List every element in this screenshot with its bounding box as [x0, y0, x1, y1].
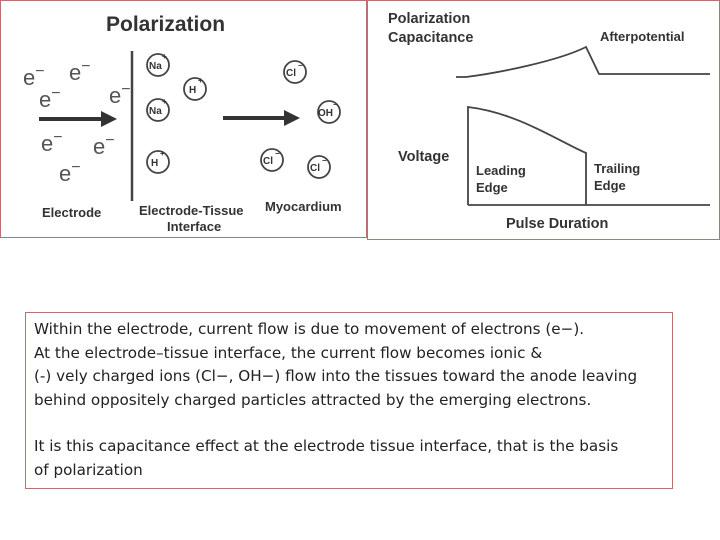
svg-text:Na: Na — [149, 61, 162, 72]
current-arrow-icon — [39, 111, 117, 127]
text-line: At the electrode–tissue interface, the c… — [34, 343, 543, 362]
interface-label-line1: Electrode-Tissue — [139, 203, 244, 218]
svg-text:H: H — [151, 158, 158, 169]
myocardium-label: Myocardium — [265, 199, 342, 214]
ion-cl-top: Cl − — [283, 60, 307, 84]
trailing-edge-line1: Trailing — [594, 161, 640, 176]
electron-group: e− e− e− e− e− e− e− — [23, 58, 131, 186]
afterpotential-label: Afterpotential — [600, 29, 685, 44]
current-arrow-icon — [223, 110, 300, 126]
trailing-edge-line2: Edge — [594, 178, 626, 193]
pulse-duration-label: Pulse Duration — [506, 216, 608, 232]
paragraph-gap — [34, 412, 664, 435]
ion-cl-mid: Cl − — [260, 148, 284, 172]
electron: e− — [23, 63, 45, 90]
capacitance-curve — [456, 45, 710, 78]
ion-oh: OH − — [317, 100, 341, 124]
svg-text:+: + — [198, 76, 203, 85]
leading-edge-line2: Edge — [476, 180, 508, 195]
svg-text:Cl: Cl — [263, 156, 273, 167]
electron: e− — [59, 159, 81, 186]
svg-text:+: + — [160, 149, 165, 158]
capacitance-waveform-panel: Polarization Capacitance Afterpotential … — [367, 0, 720, 240]
svg-text:−: − — [333, 100, 338, 109]
text-line: Within the electrode, current flow is du… — [34, 320, 585, 338]
svg-text:Na: Na — [149, 106, 162, 117]
text-line: (-) vely charged ions (Cl−, OH−) flow in… — [34, 367, 638, 385]
svg-text:Cl: Cl — [286, 68, 296, 79]
ion-na-mid: Na + — [146, 97, 170, 122]
svg-text:OH: OH — [318, 108, 333, 119]
voltage-waveform — [467, 105, 587, 205]
polarization-title: Polarization — [106, 13, 225, 36]
ion-cl-bottom: Cl − — [307, 155, 331, 179]
leading-edge-line1: Leading — [476, 163, 526, 178]
electron: e− — [109, 81, 131, 108]
electron: e− — [69, 58, 91, 85]
svg-text:−: − — [298, 61, 303, 70]
electron: e− — [39, 85, 61, 112]
ion-h-top: H + — [183, 76, 207, 101]
svg-text:Cl: Cl — [310, 163, 320, 174]
svg-text:+: + — [162, 97, 167, 106]
electron: e− — [93, 132, 115, 159]
explanation-text-box: Within the electrode, current flow is du… — [25, 312, 673, 489]
capacitance-title-line2: Capacitance — [388, 30, 473, 46]
svg-text:+: + — [162, 52, 167, 61]
capacitance-waveform: Polarization Capacitance Afterpotential … — [388, 11, 710, 232]
svg-text:H: H — [189, 85, 196, 96]
electrode-label: Electrode — [42, 205, 101, 220]
polarization-diagram-panel: Polarization e− e− e− e− e− e− e− Na + H… — [0, 0, 367, 238]
interface-label-line2: Interface — [167, 219, 221, 234]
voltage-label: Voltage — [398, 149, 449, 165]
capacitance-title-line1: Polarization — [388, 11, 470, 27]
ion-na-top: Na + — [146, 52, 170, 77]
text-line: of polarization — [34, 460, 143, 479]
svg-text:−: − — [275, 149, 280, 158]
svg-text:−: − — [322, 156, 327, 165]
polarization-diagram: Polarization e− e− e− e− e− e− e− Na + H… — [23, 13, 342, 234]
text-line: behind oppositely charged particles attr… — [34, 390, 592, 409]
ion-h-bottom: H + — [146, 149, 170, 174]
text-line: It is this capacitance effect at the ele… — [34, 437, 619, 455]
electron: e− — [41, 129, 63, 156]
